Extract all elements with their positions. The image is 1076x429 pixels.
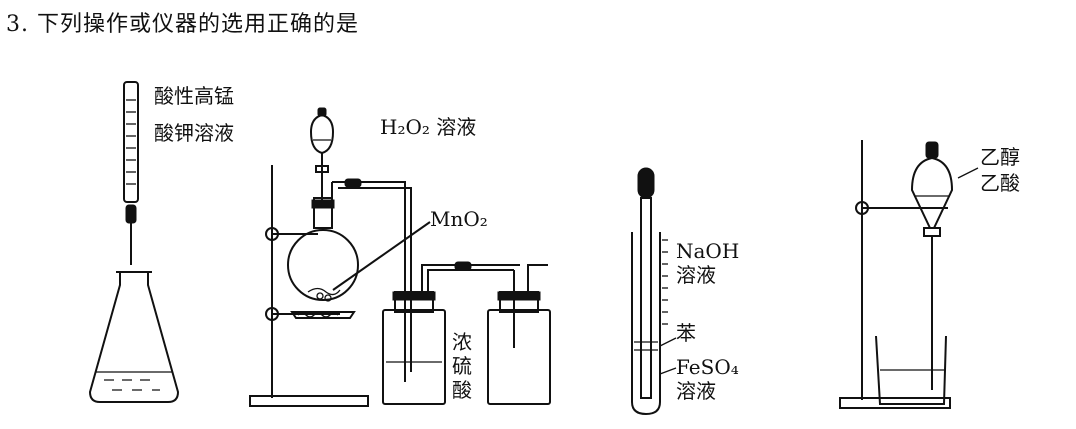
round-bottom-flask xyxy=(287,229,359,301)
conical-flask xyxy=(88,272,180,403)
dropper-bulb xyxy=(637,167,655,199)
question-text: 3. 下列操作或仪器的选用正确的是 xyxy=(6,12,359,37)
stand-base-b xyxy=(249,395,369,407)
apparatus-d-separation xyxy=(839,140,979,409)
label-a-kmno4-line2: 酸钾溶液 xyxy=(154,121,234,145)
wash-bottle-1 xyxy=(382,309,446,405)
clamp-knob-d xyxy=(855,201,869,215)
label-b-h2o2: H₂O₂ 溶液 xyxy=(380,115,477,139)
label-d-acetic-acid: 乙酸 xyxy=(980,171,1020,195)
test-tube-c xyxy=(631,232,661,416)
separatory-funnel-b xyxy=(309,113,335,155)
stopcock-a xyxy=(125,204,137,224)
apparatus-b-gas-generation xyxy=(249,107,551,407)
beaker-d xyxy=(875,335,947,405)
label-c-naoh-2: 溶液 xyxy=(676,263,716,287)
clamp-knob-lower xyxy=(265,307,279,321)
label-c-feso4-2: 溶液 xyxy=(676,379,716,403)
stand-base-d xyxy=(839,397,951,409)
label-b-conc-h2so4: 浓硫酸 xyxy=(452,330,472,402)
label-c-benzene: 苯 xyxy=(676,321,696,345)
label-c-naoh-1: NaOH xyxy=(676,239,740,263)
label-d-ethanol: 乙醇 xyxy=(980,145,1020,169)
wash-bottle-2 xyxy=(487,309,551,405)
label-a-kmno4-line1: 酸性高锰 xyxy=(154,84,234,108)
apparatus-c-test-tube xyxy=(631,167,677,416)
burette-a xyxy=(123,81,139,203)
apparatus-a-titration xyxy=(88,81,180,403)
clamp-knob-upper xyxy=(265,227,279,241)
label-c-feso4-1: FeSO₄ xyxy=(676,355,739,379)
separatory-funnel-d xyxy=(910,156,954,229)
label-b-mno2: MnO₂ xyxy=(430,207,488,231)
flask-neck-b xyxy=(313,197,333,229)
